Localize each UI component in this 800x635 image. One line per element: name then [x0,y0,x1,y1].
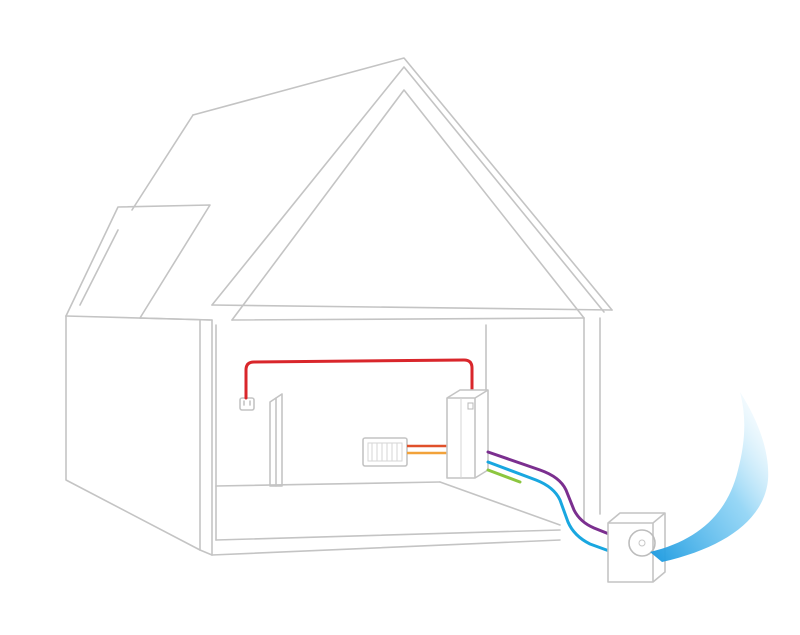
indoor-unit-icon [446,389,489,479]
house-outline [65,57,613,556]
radiator-icon [362,437,408,467]
pipe-cyan [486,460,614,554]
air-flow-icon [650,392,769,562]
pipe-purple [486,450,616,538]
fan-icon [628,529,656,557]
pipe-green [486,468,522,484]
wall-outlet-icon [239,397,255,411]
heating-line [244,358,474,400]
outdoor-heat-pump-icon [607,512,666,583]
interior-panel [269,393,283,487]
